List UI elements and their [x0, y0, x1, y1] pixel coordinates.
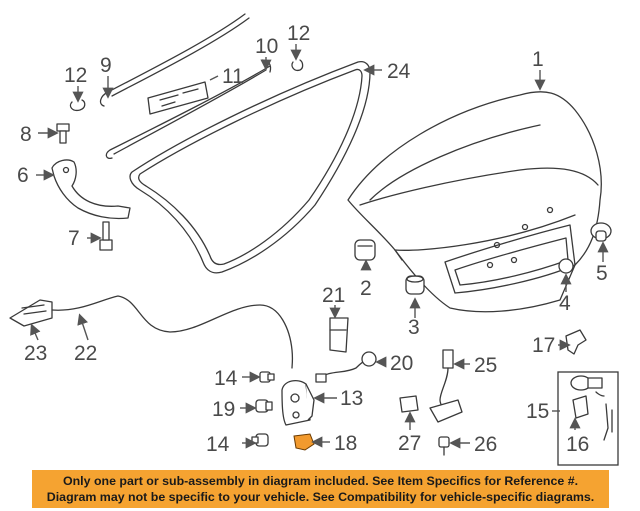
highlighted-part-18	[293, 433, 315, 451]
callout-21: 21	[322, 284, 345, 307]
notice-line-1: Only one part or sub-assembly in diagram…	[62, 474, 579, 488]
callout-12-right: 12	[287, 22, 310, 45]
trunk-hinge	[51, 159, 131, 220]
bumper-stop-2	[354, 239, 376, 261]
callout-9: 9	[100, 54, 112, 77]
rod-clip-set	[147, 81, 209, 115]
callout-14-bottom: 14	[206, 433, 230, 456]
cable-20	[315, 351, 377, 383]
callout-18: 18	[334, 432, 357, 455]
lock-set-box	[557, 371, 619, 466]
callout-26: 26	[474, 433, 497, 456]
fastener-14-bottom	[251, 433, 269, 447]
callout-19: 19	[212, 398, 235, 421]
callout-8: 8	[20, 123, 32, 146]
notice-banner: Only one part or sub-assembly in diagram…	[32, 470, 609, 508]
clip-right	[291, 59, 304, 72]
fastener-14-top	[259, 371, 275, 383]
callout-23: 23	[24, 342, 47, 365]
bolt-8	[56, 123, 70, 144]
callout-12-left: 12	[64, 64, 87, 87]
key-cylinder-16	[572, 395, 589, 419]
callout-10: 10	[255, 35, 278, 58]
callout-27: 27	[398, 432, 421, 455]
callout-17: 17	[532, 334, 555, 357]
cap-3	[405, 275, 425, 295]
bracket-17	[565, 329, 587, 355]
plug-4	[558, 258, 574, 274]
fastener-26	[438, 436, 450, 456]
notice-line-2: Diagram may not be specific to your vehi…	[46, 490, 595, 504]
callout-4: 4	[559, 292, 571, 315]
callout-6: 6	[17, 164, 29, 187]
callout-3: 3	[408, 316, 420, 339]
switch-25	[429, 349, 463, 423]
callout-14-top: 14	[214, 367, 238, 390]
callout-11: 11	[222, 65, 244, 88]
callout-7: 7	[68, 227, 80, 250]
callout-25: 25	[474, 354, 497, 377]
callout-20: 20	[390, 352, 413, 375]
bolt-7	[99, 221, 113, 251]
callout-labels: 1 2 3 4 5 6 7 8 9 10 11 12 12 13 14 14 1…	[17, 22, 608, 456]
clip-left	[69, 99, 86, 112]
leader-lines	[30, 44, 609, 449]
bumper-5	[590, 222, 612, 242]
callout-24: 24	[387, 60, 411, 83]
callout-5: 5	[596, 262, 608, 285]
trunk-lid	[347, 91, 602, 313]
clip-27	[399, 395, 419, 413]
callout-13: 13	[340, 387, 363, 410]
callout-1: 1	[532, 48, 544, 71]
callout-15: 15	[526, 400, 549, 423]
fastener-19	[255, 399, 273, 413]
bracket-21	[329, 317, 349, 353]
release-cable	[51, 295, 294, 369]
callout-2: 2	[360, 277, 372, 300]
trunk-weatherstrip	[129, 60, 371, 274]
release-handle	[9, 299, 53, 327]
trunk-latch	[281, 379, 315, 426]
callout-22: 22	[74, 342, 97, 365]
torsion-rod	[99, 13, 250, 107]
callout-16: 16	[566, 433, 589, 456]
